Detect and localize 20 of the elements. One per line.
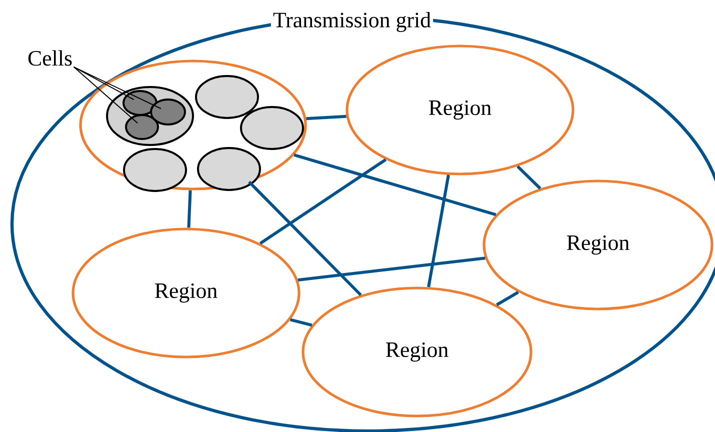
cell-circle xyxy=(197,147,261,191)
connector-line xyxy=(187,190,192,228)
leader-line xyxy=(73,66,162,110)
leader-line xyxy=(73,66,138,124)
connector-line xyxy=(290,318,312,327)
cell-circle xyxy=(240,106,304,150)
cell-circle xyxy=(150,98,186,126)
connector-line xyxy=(516,165,542,190)
cell-circle xyxy=(125,114,159,140)
cells-label: Cells xyxy=(28,50,72,66)
connector-line xyxy=(427,174,450,288)
connector-line xyxy=(306,114,346,120)
cell-circle xyxy=(195,75,259,119)
connector-line xyxy=(248,180,362,296)
title-label: Transmission grid xyxy=(270,10,434,34)
connector-line xyxy=(298,256,486,282)
cell-circle xyxy=(123,148,187,192)
connector-line xyxy=(496,290,519,306)
connector-line xyxy=(294,154,496,216)
connector-line xyxy=(259,158,387,245)
